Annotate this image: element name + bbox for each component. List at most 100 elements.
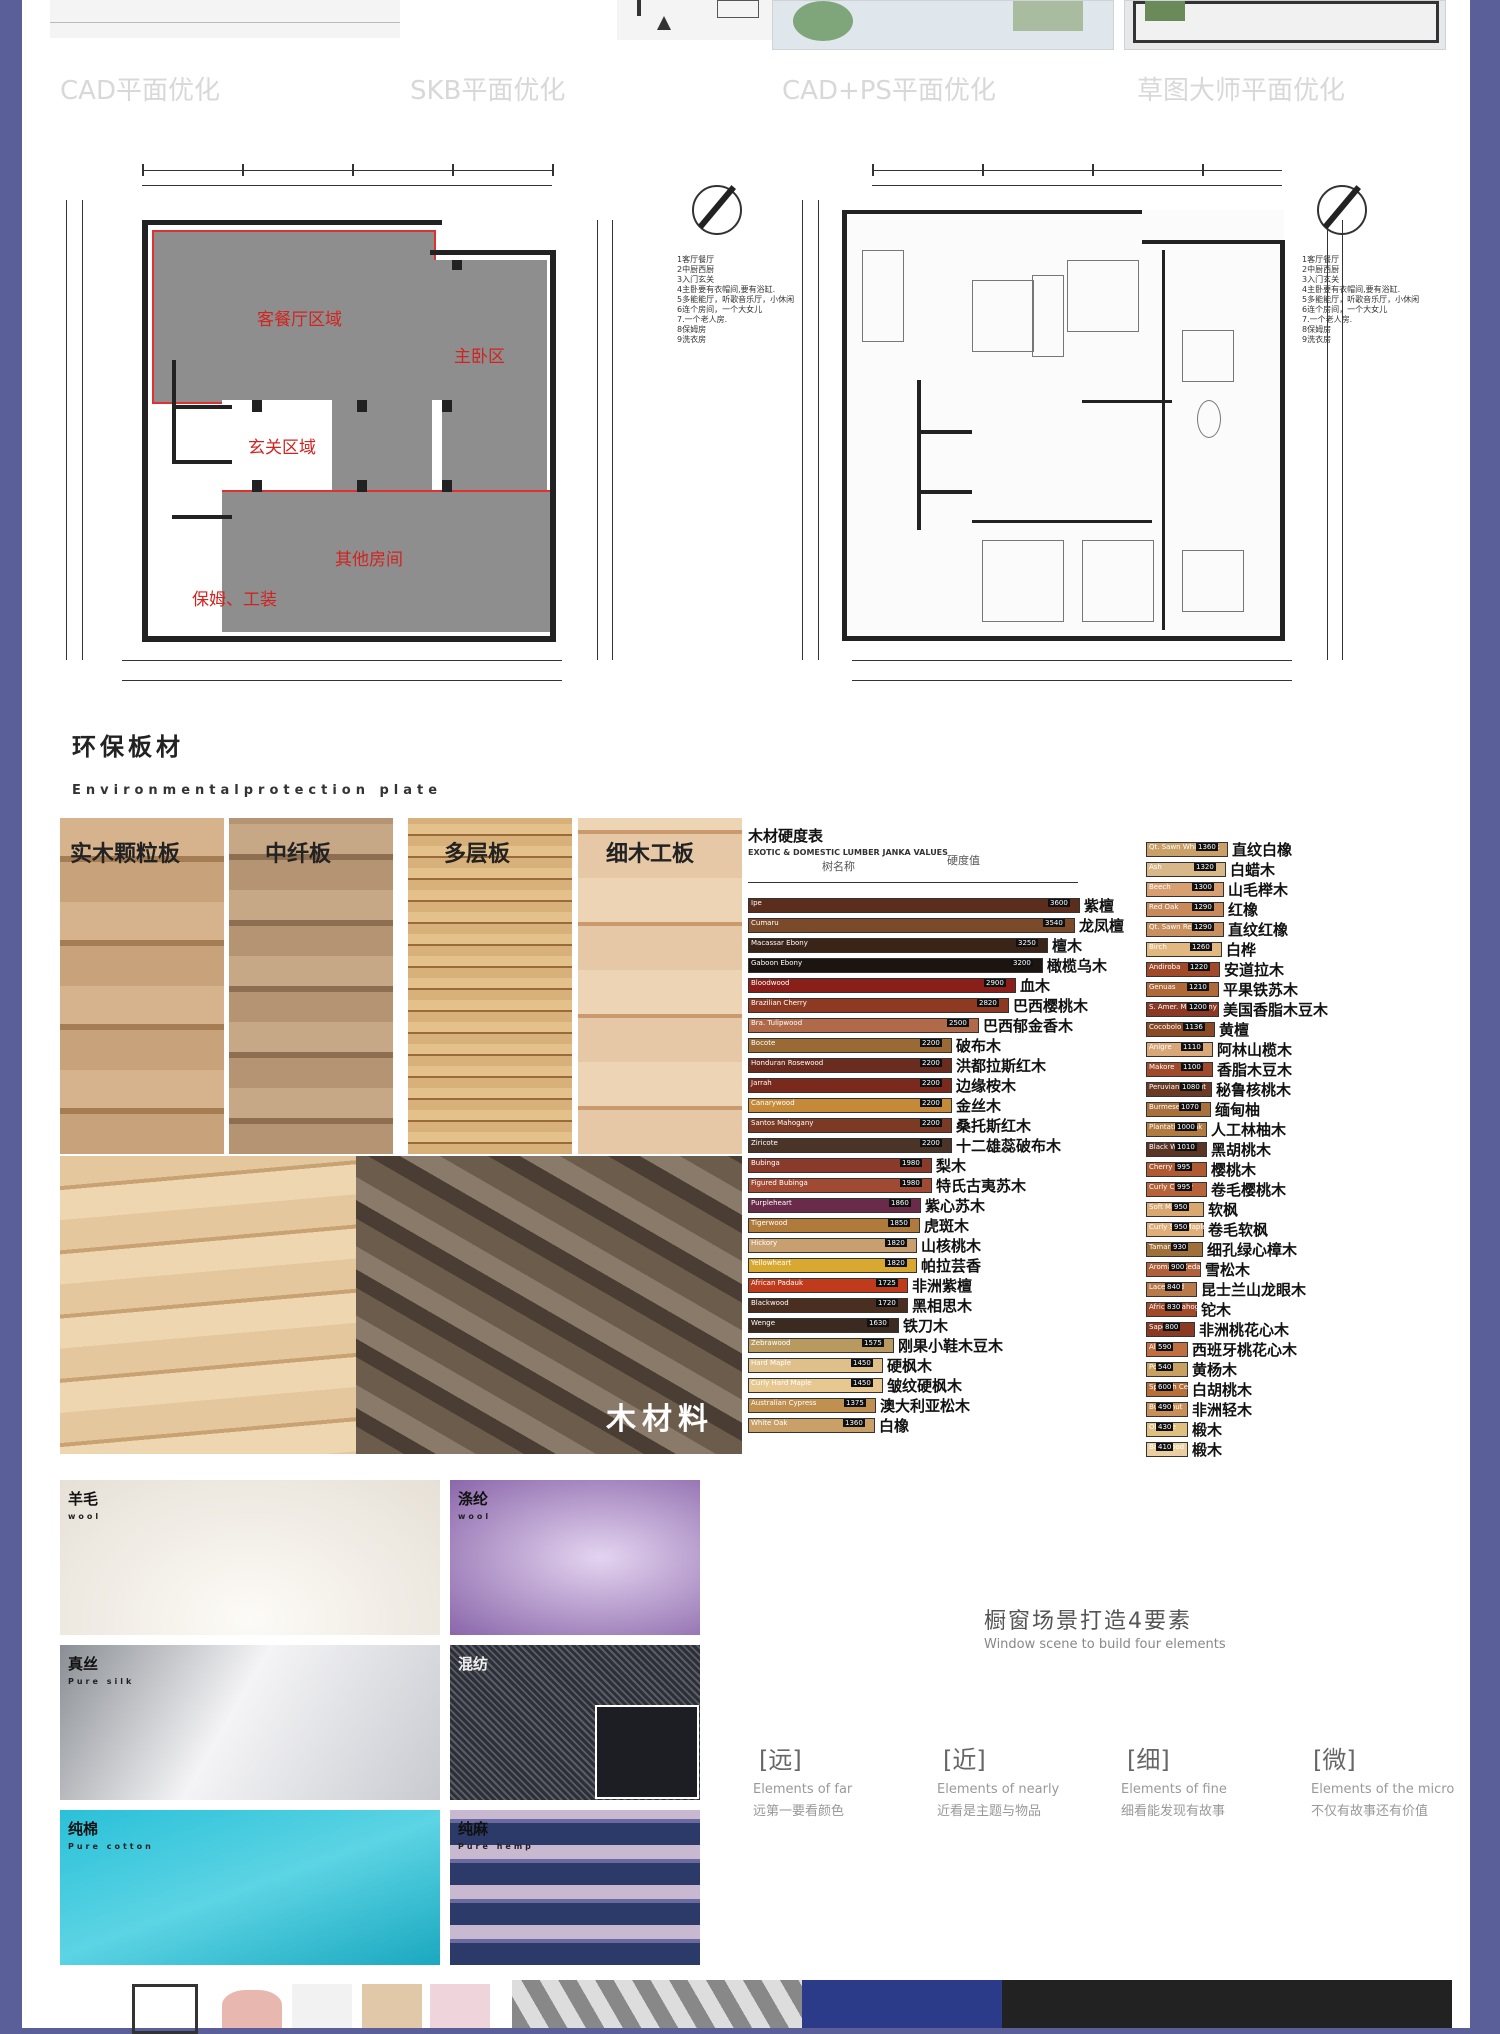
hardness-bar-label: 椴木 xyxy=(1192,1441,1223,1459)
hardness-bar-species: Peruvian Walnut xyxy=(1149,1083,1206,1091)
element-far-cn: 远第一要看颜色 xyxy=(753,1804,845,1819)
strip-image-1 xyxy=(132,1984,198,2034)
hardness-bar-label: 山毛榉木 xyxy=(1228,881,1289,899)
hardness-bar-species: Figured Bubinga xyxy=(751,1179,808,1187)
hardness-bar-value: 900 xyxy=(1169,1263,1187,1271)
hardness-bar-label: 雪松木 xyxy=(1205,1261,1251,1279)
hardness-bar-label: 特氏古夷苏木 xyxy=(936,1177,1027,1195)
hardness-bar xyxy=(748,1098,952,1113)
hardness-bar xyxy=(748,938,1048,953)
fabric-blend: 混纺 xyxy=(450,1645,700,1800)
hardness-bar-value: 1630 xyxy=(867,1319,889,1327)
window-scene-subtitle: Window scene to build four elements xyxy=(984,1637,1226,1652)
board-label: 中纤板 xyxy=(265,842,332,867)
hardness-bar-species: Jarrah xyxy=(751,1079,772,1087)
fabric-polyester: 涤纶 wool xyxy=(450,1480,700,1635)
fabric-sublabel: wool xyxy=(68,1512,102,1521)
zone-label-other-rooms: 其他房间 xyxy=(335,550,403,570)
hardness-bar-label: 虎斑木 xyxy=(924,1217,970,1235)
hardness-bar-species: Yellowheart xyxy=(751,1259,792,1267)
hardness-col-name: 树名称 xyxy=(822,860,855,873)
hardness-bar-label: 帕拉芸香 xyxy=(921,1257,982,1275)
strip-image-2 xyxy=(222,1990,282,2028)
hardness-bar-label: 昆士兰山龙眼木 xyxy=(1201,1281,1307,1299)
hardness-bar xyxy=(748,1078,952,1093)
element-near-cn: 近看是主题与物品 xyxy=(937,1804,1042,1819)
hardness-bar-value: 830 xyxy=(1165,1303,1183,1311)
hardness-bar-value: 2500 xyxy=(947,1019,969,1027)
hardness-bar-species: Tamarind xyxy=(1149,1243,1182,1251)
hardness-bar-species: African Padauk xyxy=(751,1279,804,1287)
board-particle: 实木颗粒板 xyxy=(60,818,224,1154)
hardness-bar xyxy=(748,1038,952,1053)
fabric-cotton: 纯棉 Pure cotton xyxy=(60,1810,440,1965)
hardness-bar-value: 1860 xyxy=(889,1199,911,1207)
hardness-bar xyxy=(748,958,1043,973)
hardness-bar-label: 十二雄蕊破布木 xyxy=(956,1137,1062,1155)
hardness-bar-label: 白橡 xyxy=(879,1417,910,1435)
hardness-bar-label: 金丝木 xyxy=(956,1097,1002,1115)
hardness-bar-row: Lacewood840昆士兰山龙眼木 xyxy=(1146,1280,1355,1299)
hardness-chart-header: EXOTIC & DOMESTIC LUMBER JANKA VALUES xyxy=(748,848,948,857)
hardness-bar-value: 1450 xyxy=(851,1379,873,1387)
hardness-bar xyxy=(748,1318,899,1333)
hardness-bar-value: 1080 xyxy=(1180,1083,1202,1091)
hardness-bar-species: Cherry xyxy=(1149,1163,1173,1171)
hardness-bar-species: Qt. Sawn White Oak xyxy=(1149,843,1220,851)
hardness-bar-species: Wenge xyxy=(751,1319,776,1327)
hardness-bar-value: 3540 xyxy=(1043,919,1065,927)
hardness-bar-label: 非洲轻木 xyxy=(1192,1401,1253,1419)
hardness-bar-label: 白蜡木 xyxy=(1230,861,1276,879)
hardness-bar xyxy=(748,1178,932,1193)
hardness-bar-species: Makore xyxy=(1149,1063,1175,1071)
strip-image-4 xyxy=(362,1984,422,2028)
element-far-en: Elements of far xyxy=(753,1782,853,1797)
board-label: 实木颗粒板 xyxy=(70,842,181,867)
logs-image: 木材料 xyxy=(356,1156,742,1454)
fabric-label: 真丝 xyxy=(68,1655,99,1673)
hardness-bar-species: Black Walnut xyxy=(1149,1143,1195,1151)
hardness-bar-species: Cumaru xyxy=(751,919,779,927)
master-bedroom-zone xyxy=(432,260,547,490)
hardness-bar xyxy=(748,998,1009,1013)
hardness-bar xyxy=(748,1278,908,1293)
hardness-bar-label: 椴木 xyxy=(1192,1421,1223,1439)
hardness-bar-value: 1290 xyxy=(1192,903,1214,911)
hardness-bar-value: 1320 xyxy=(1194,863,1216,871)
element-micro-bracket: [微] xyxy=(1313,1746,1356,1774)
hardness-bar-value: 1290 xyxy=(1192,923,1214,931)
hardness-bar-species: Curly Cherry xyxy=(1149,1183,1193,1191)
hardness-bar-row: Plantation Teak1000人工林柚木 xyxy=(1146,1120,1365,1139)
hardness-bar-value: 950 xyxy=(1172,1203,1190,1211)
hardness-bar-species: Purpleheart xyxy=(751,1199,792,1207)
north-arrow-icon xyxy=(692,185,742,235)
hardness-bar-value: 1375 xyxy=(844,1399,866,1407)
caption-sketchup: 草图大师平面优化 xyxy=(1137,76,1346,106)
hardness-bar-label: 皱纹硬枫木 xyxy=(887,1377,963,1395)
zone-label-living-dining: 客餐厅区域 xyxy=(257,310,342,330)
hardness-bar xyxy=(748,978,1016,993)
fabric-label: 纯麻 xyxy=(458,1820,489,1838)
zone-label-nanny: 保姆、工装 xyxy=(192,590,277,610)
hardness-bar-value: 800 xyxy=(1163,1323,1181,1331)
north-arrow-icon xyxy=(1317,185,1367,235)
hardness-bar-value: 3250 xyxy=(1016,939,1038,947)
hardness-bar-value: 3600 xyxy=(1048,899,1070,907)
other-rooms-zone xyxy=(222,490,552,632)
lumber-image xyxy=(60,1156,356,1454)
fabric-wool: 羊毛 wool xyxy=(60,1480,440,1635)
